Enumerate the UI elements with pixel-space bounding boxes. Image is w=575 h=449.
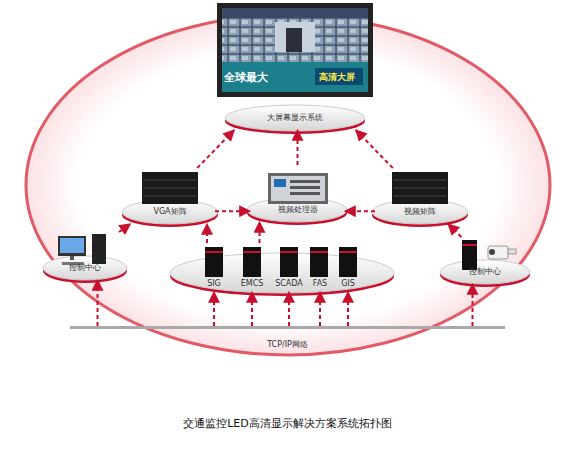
screen-text: 高清大屏 <box>319 71 355 84</box>
dashed-arrow <box>119 224 130 232</box>
dashed-arrow <box>97 280 99 326</box>
node-label: GIS <box>341 279 355 289</box>
node-label: 控制中心 <box>69 263 101 273</box>
system-node: FAS <box>307 243 333 292</box>
node-label: 控制中心 <box>469 267 501 277</box>
dashed-arrow <box>472 284 474 326</box>
node-label: SCADA <box>275 279 303 289</box>
node-label: SIG <box>207 279 221 289</box>
dashed-arrow <box>206 224 208 243</box>
network-band: TCP/IP网络 <box>70 326 505 352</box>
system-node: 控制中心 <box>440 237 530 284</box>
diagram-caption: 交通监控LED高清显示解决方案系统拓扑图 <box>0 416 575 431</box>
dashed-arrow <box>448 224 461 237</box>
dashed-arrow <box>213 292 215 326</box>
node-label: 视频矩阵 <box>404 207 436 217</box>
system-node: 视频矩阵 <box>375 168 465 224</box>
system-node: 控制中心 <box>45 232 125 280</box>
dashed-arrow <box>347 292 349 326</box>
screen-text: 全球最大 <box>224 70 268 85</box>
node-label: VGA矩阵 <box>153 207 186 217</box>
dashed-arrow <box>197 130 234 168</box>
dashed-arrow <box>356 130 393 168</box>
dashed-arrow <box>319 292 321 326</box>
dashed-arrow <box>215 210 250 212</box>
system-node: SIG <box>199 243 229 292</box>
node-label: FAS <box>313 279 327 289</box>
system-node: VGA矩阵 <box>125 168 215 224</box>
system-node: SCADA <box>271 243 307 292</box>
node-label: TCP/IP网络 <box>267 340 308 350</box>
dashed-arrow <box>259 222 261 243</box>
dashed-arrow <box>297 130 299 165</box>
system-node: GIS <box>335 243 361 292</box>
system-node: EMCS <box>235 243 269 292</box>
node-label: 大屏幕显示系统 <box>267 113 323 123</box>
node-label: 视频处理器 <box>278 205 318 215</box>
node-label: EMCS <box>241 279 264 289</box>
system-node: 大屏幕显示系统 <box>215 5 375 130</box>
dashed-arrow <box>251 292 253 326</box>
system-node: 视频处理器 <box>250 165 345 222</box>
dashed-arrow <box>288 292 290 326</box>
dashed-arrow <box>345 210 375 212</box>
